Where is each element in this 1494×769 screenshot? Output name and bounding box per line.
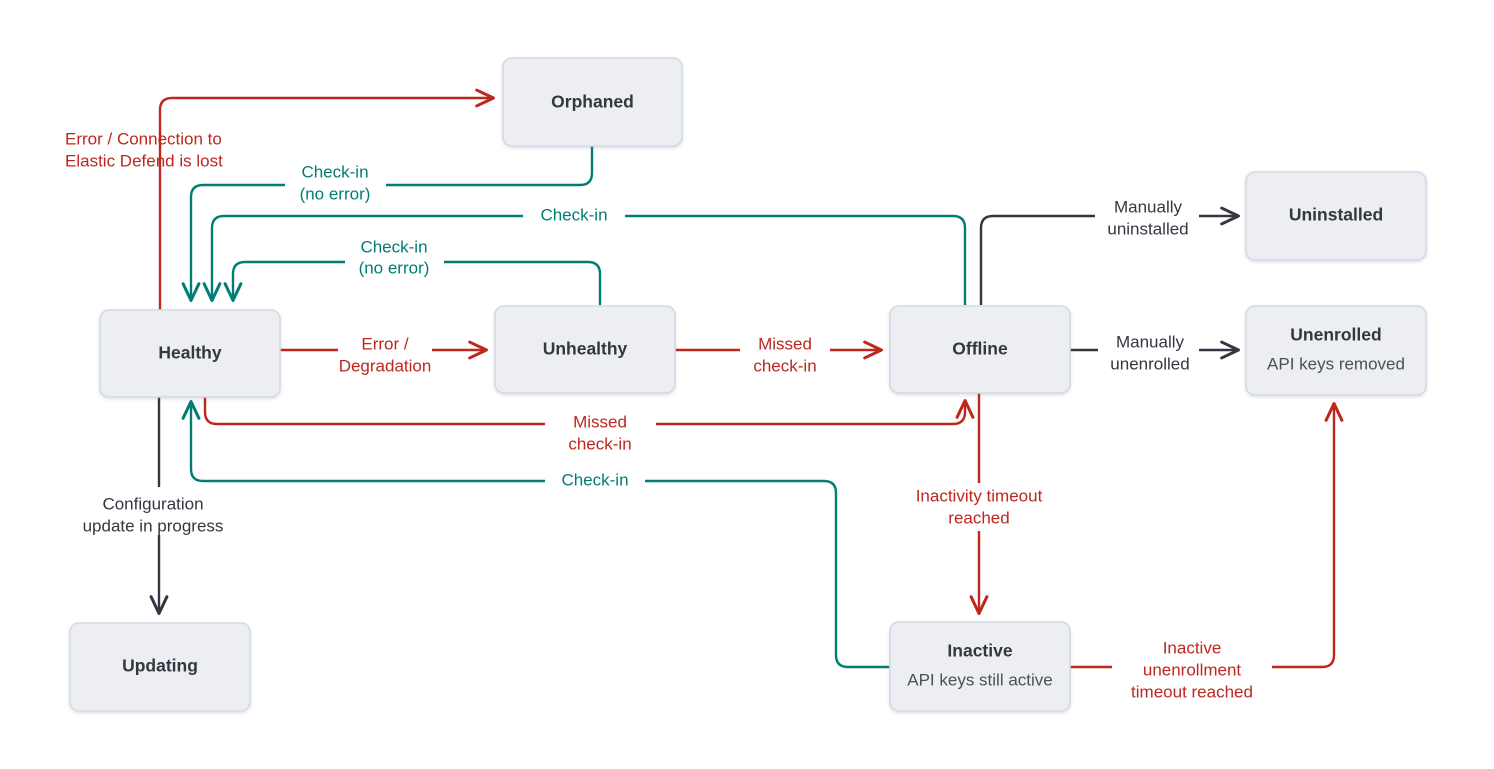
node-offline-title: Offline [952, 339, 1008, 359]
edge-label-orphaned-to-healthy: Check-in (no error) [300, 162, 371, 203]
edge-label-line2: Degradation [339, 356, 432, 375]
edge-label-line2: check-in [753, 356, 816, 375]
edge-label-line1: Missed [573, 412, 627, 431]
node-inactive-subtitle: API keys still active [907, 670, 1053, 689]
node-unhealthy-box[interactable] [494, 305, 676, 394]
edge-label-line1: Inactive [1163, 638, 1222, 657]
edge-label-line1: Error / Connection to [65, 129, 222, 148]
edge-label-line3: timeout reached [1131, 682, 1253, 701]
node-inactive[interactable]: Inactive API keys still active [889, 621, 1071, 712]
edge-healthy-to-orphaned [158, 98, 493, 396]
edge-label-offline-to-healthy: Check-in [540, 205, 607, 224]
node-updating-box[interactable] [69, 622, 251, 712]
node-inactive-title: Inactive [947, 641, 1012, 661]
edge-label-line1: Configuration [102, 494, 203, 513]
edge-label-line2: reached [948, 508, 1009, 527]
node-offline[interactable]: Offline [889, 305, 1071, 394]
node-updating[interactable]: Updating [69, 622, 251, 712]
node-orphaned-box[interactable] [502, 57, 683, 147]
edge-label-line1: Check-in [540, 205, 607, 224]
node-healthy-box[interactable] [99, 309, 281, 398]
edge-label-line2: check-in [568, 434, 631, 453]
edge-label-unhealthy-to-offline: Missed check-in [753, 334, 816, 375]
edge-label-line2: Elastic Defend is lost [65, 151, 223, 170]
node-healthy[interactable]: Healthy [99, 309, 281, 398]
edge-unhealthy-to-healthy [233, 260, 602, 305]
edge-orphaned-to-healthy [191, 146, 594, 300]
node-uninstalled-title: Uninstalled [1289, 205, 1383, 225]
edge-label-line1: Check-in [360, 237, 427, 256]
edge-label-healthy-to-offline: Missed check-in [568, 412, 631, 453]
node-unhealthy[interactable]: Unhealthy [494, 305, 676, 394]
node-unenrolled[interactable]: Unenrolled API keys removed [1245, 305, 1427, 396]
node-unenrolled-title: Unenrolled [1290, 325, 1381, 345]
edge-label-line1: Inactivity timeout [916, 486, 1043, 505]
edge-label-offline-to-uninstalled: Manually uninstalled [1107, 197, 1188, 238]
node-unenrolled-box[interactable] [1245, 305, 1427, 396]
edge-label-offline-to-unenrolled: Manually unenrolled [1110, 332, 1189, 373]
node-healthy-title: Healthy [158, 343, 221, 363]
node-inactive-box[interactable] [889, 621, 1071, 712]
edge-offline-to-uninstalled [979, 216, 1238, 305]
edge-label-unhealthy-to-healthy: Check-in (no error) [359, 237, 430, 277]
edge-label-line2: update in progress [83, 516, 224, 535]
edge-offline-to-healthy [212, 214, 967, 305]
edge-label-line2: unenrollment [1143, 660, 1242, 679]
node-orphaned-title: Orphaned [551, 92, 634, 112]
node-updating-title: Updating [122, 656, 198, 676]
edge-healthy-to-offline [203, 396, 965, 426]
edge-label-line1: Check-in [561, 470, 628, 489]
node-unhealthy-title: Unhealthy [543, 339, 628, 359]
edge-label-line1: Check-in [301, 162, 368, 181]
edge-label-line2: unenrolled [1110, 354, 1189, 373]
edge-label-inactive-to-healthy: Check-in [561, 470, 628, 489]
edge-inactive-to-healthy [191, 402, 890, 669]
edge-inactive-to-unenrolled [1070, 404, 1334, 669]
edge-label-healthy-to-unhealthy: Error / Degradation [339, 334, 432, 375]
edge-label-healthy-to-orphaned: Error / Connection to Elastic Defend is … [65, 129, 223, 170]
edge-label-healthy-to-updating: Configuration update in progress [83, 494, 224, 535]
node-orphaned[interactable]: Orphaned [502, 57, 683, 147]
node-unenrolled-subtitle: API keys removed [1267, 354, 1405, 373]
edge-label-line2: (no error) [359, 258, 430, 277]
node-uninstalled[interactable]: Uninstalled [1245, 171, 1427, 261]
node-uninstalled-box[interactable] [1245, 171, 1427, 261]
edge-label-line1: Manually [1116, 332, 1185, 351]
edge-label-line1: Manually [1114, 197, 1183, 216]
edge-label-offline-to-inactive: Inactivity timeout reached [916, 486, 1043, 527]
edge-label-line1: Missed [758, 334, 812, 353]
edge-label-inactive-to-unenrolled: Inactive unenrollment timeout reached [1131, 638, 1253, 701]
node-offline-box[interactable] [889, 305, 1071, 394]
edge-label-line2: (no error) [300, 184, 371, 203]
edge-label-line1: Error / [361, 334, 409, 353]
edge-label-line2: uninstalled [1107, 219, 1188, 238]
